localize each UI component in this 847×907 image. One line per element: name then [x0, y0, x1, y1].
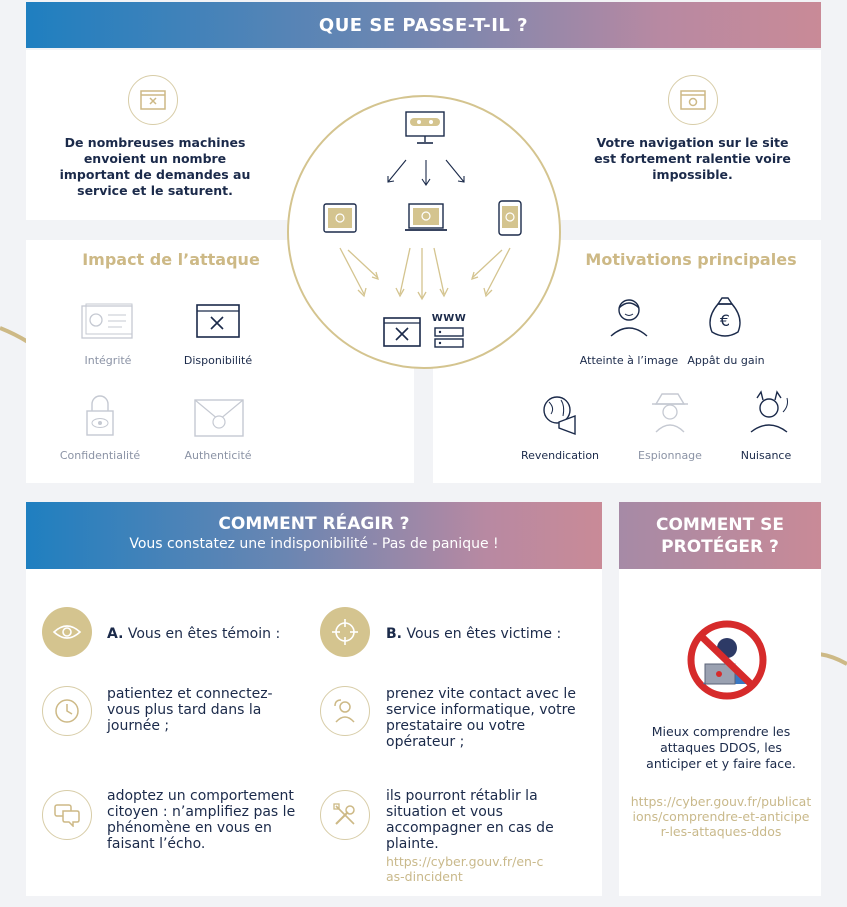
web-server-icon	[434, 327, 464, 348]
react-header: COMMENT RÉAGIR ? Vous constatez une indi…	[26, 502, 602, 569]
eye-icon	[42, 607, 92, 657]
victim-heading: B. Vous en êtes victime :	[386, 626, 561, 642]
protect-link[interactable]: https://cyber.gouv.fr/publications/compr…	[630, 794, 812, 839]
decor-arc-left	[0, 326, 30, 344]
decor-arc-right	[818, 652, 847, 666]
witness-heading: A. Vous en êtes témoin :	[107, 626, 280, 642]
crosshair-icon	[320, 607, 370, 657]
motivation-label-espionnage: Espionnage	[638, 449, 702, 462]
id-card-icon	[81, 303, 133, 339]
protect-title: COMMENT SE PROTÉGER ?	[619, 502, 821, 569]
witness-letter: A.	[107, 626, 124, 642]
target-blocked-screen-icon	[383, 317, 421, 347]
victim-step-2: ils pourront rétablir la situation et vo…	[386, 788, 554, 852]
loading-window-icon	[668, 75, 718, 125]
witness-step-2: adoptez un comportement citoyen : n’ampl…	[107, 788, 296, 852]
impact-title: Impact de l’attaque	[82, 250, 260, 269]
victim-link[interactable]: https://cyber.gouv.fr/en-cas-dincident	[386, 854, 544, 884]
react-title: COMMENT RÉAGIR ?	[218, 514, 410, 534]
header-title: QUE SE PASSE-T-IL ?	[26, 2, 821, 48]
impact-label-confidentialite: Confidentialité	[59, 449, 141, 462]
no-hacker-icon	[687, 620, 767, 700]
react-subtitle: Vous constatez une indisponibilité - Pas…	[129, 536, 499, 552]
protect-text: Mieux comprendre les attaques DDOS, les …	[646, 724, 796, 771]
victim-letter: B.	[386, 626, 402, 642]
top-left-text: De nombreuses machines envoient un nombr…	[59, 135, 251, 198]
infected-laptop-icon	[405, 203, 447, 231]
command-arrows	[387, 159, 465, 186]
phone-contact-icon	[320, 686, 370, 736]
top-right-text: Votre navigation sur le site est forteme…	[594, 135, 791, 182]
padlock-eye-icon	[86, 395, 114, 436]
impact-label-disponibilite: Disponibilité	[183, 354, 253, 367]
www-label: WWW	[431, 313, 467, 324]
svg-text:€: €	[720, 311, 730, 330]
motivations-title: Motivations principales	[585, 250, 797, 269]
motivation-label-gain: Appât du gain	[687, 354, 765, 367]
blocked-window-icon	[128, 75, 178, 125]
attack-arrows	[339, 247, 511, 301]
clock-icon	[42, 686, 92, 736]
witness-step-1: patientez et connectez-vous plus tard da…	[107, 686, 273, 734]
victim-label: Vous en êtes victime :	[406, 626, 562, 642]
victim-step-1: prenez vite contact avec le service info…	[386, 686, 576, 750]
impact-label-authenticite: Authenticité	[184, 449, 252, 462]
motivation-label-revendication: Revendication	[520, 449, 600, 462]
infected-phone-icon	[498, 200, 522, 236]
globe-megaphone-icon	[543, 396, 576, 436]
infected-tablet-icon	[323, 203, 357, 233]
money-bag-icon: €	[709, 297, 741, 337]
witness-label: Vous en êtes témoin :	[127, 626, 281, 642]
sealed-envelope-icon	[194, 399, 244, 437]
spy-icon	[652, 393, 688, 433]
motivation-label-nuisance: Nuisance	[740, 449, 792, 462]
attacker-server-icon	[405, 111, 445, 144]
tools-icon	[320, 790, 370, 840]
blocked-screen-icon	[196, 304, 240, 338]
devil-icon	[750, 390, 788, 433]
person-face-icon	[610, 299, 648, 337]
impact-label-integrite: Intégrité	[84, 354, 132, 367]
chat-bubbles-icon	[42, 790, 92, 840]
motivation-label-image: Atteinte à l’image	[579, 354, 679, 367]
